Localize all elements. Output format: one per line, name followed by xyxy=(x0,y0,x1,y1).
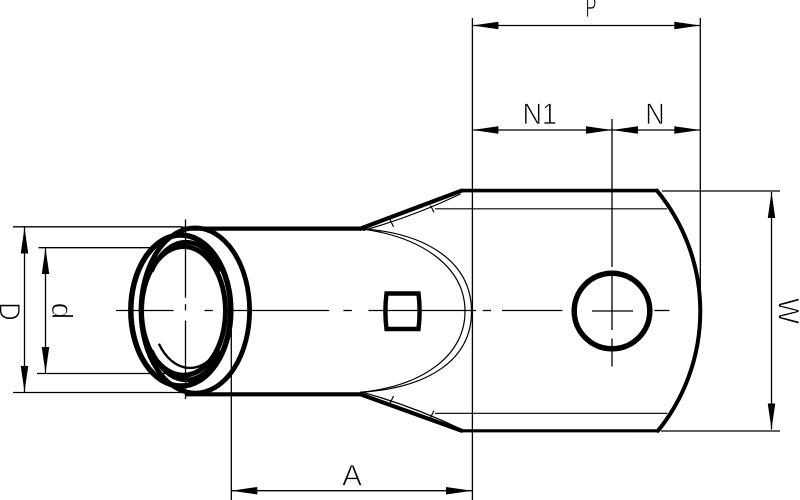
svg-text:P: P xyxy=(585,0,596,24)
svg-text:N1: N1 xyxy=(522,98,556,132)
svg-text:N: N xyxy=(645,98,664,132)
svg-text:d: d xyxy=(45,303,78,320)
svg-text:A: A xyxy=(342,460,362,493)
svg-text:D: D xyxy=(0,302,26,320)
svg-text:W: W xyxy=(771,298,800,325)
